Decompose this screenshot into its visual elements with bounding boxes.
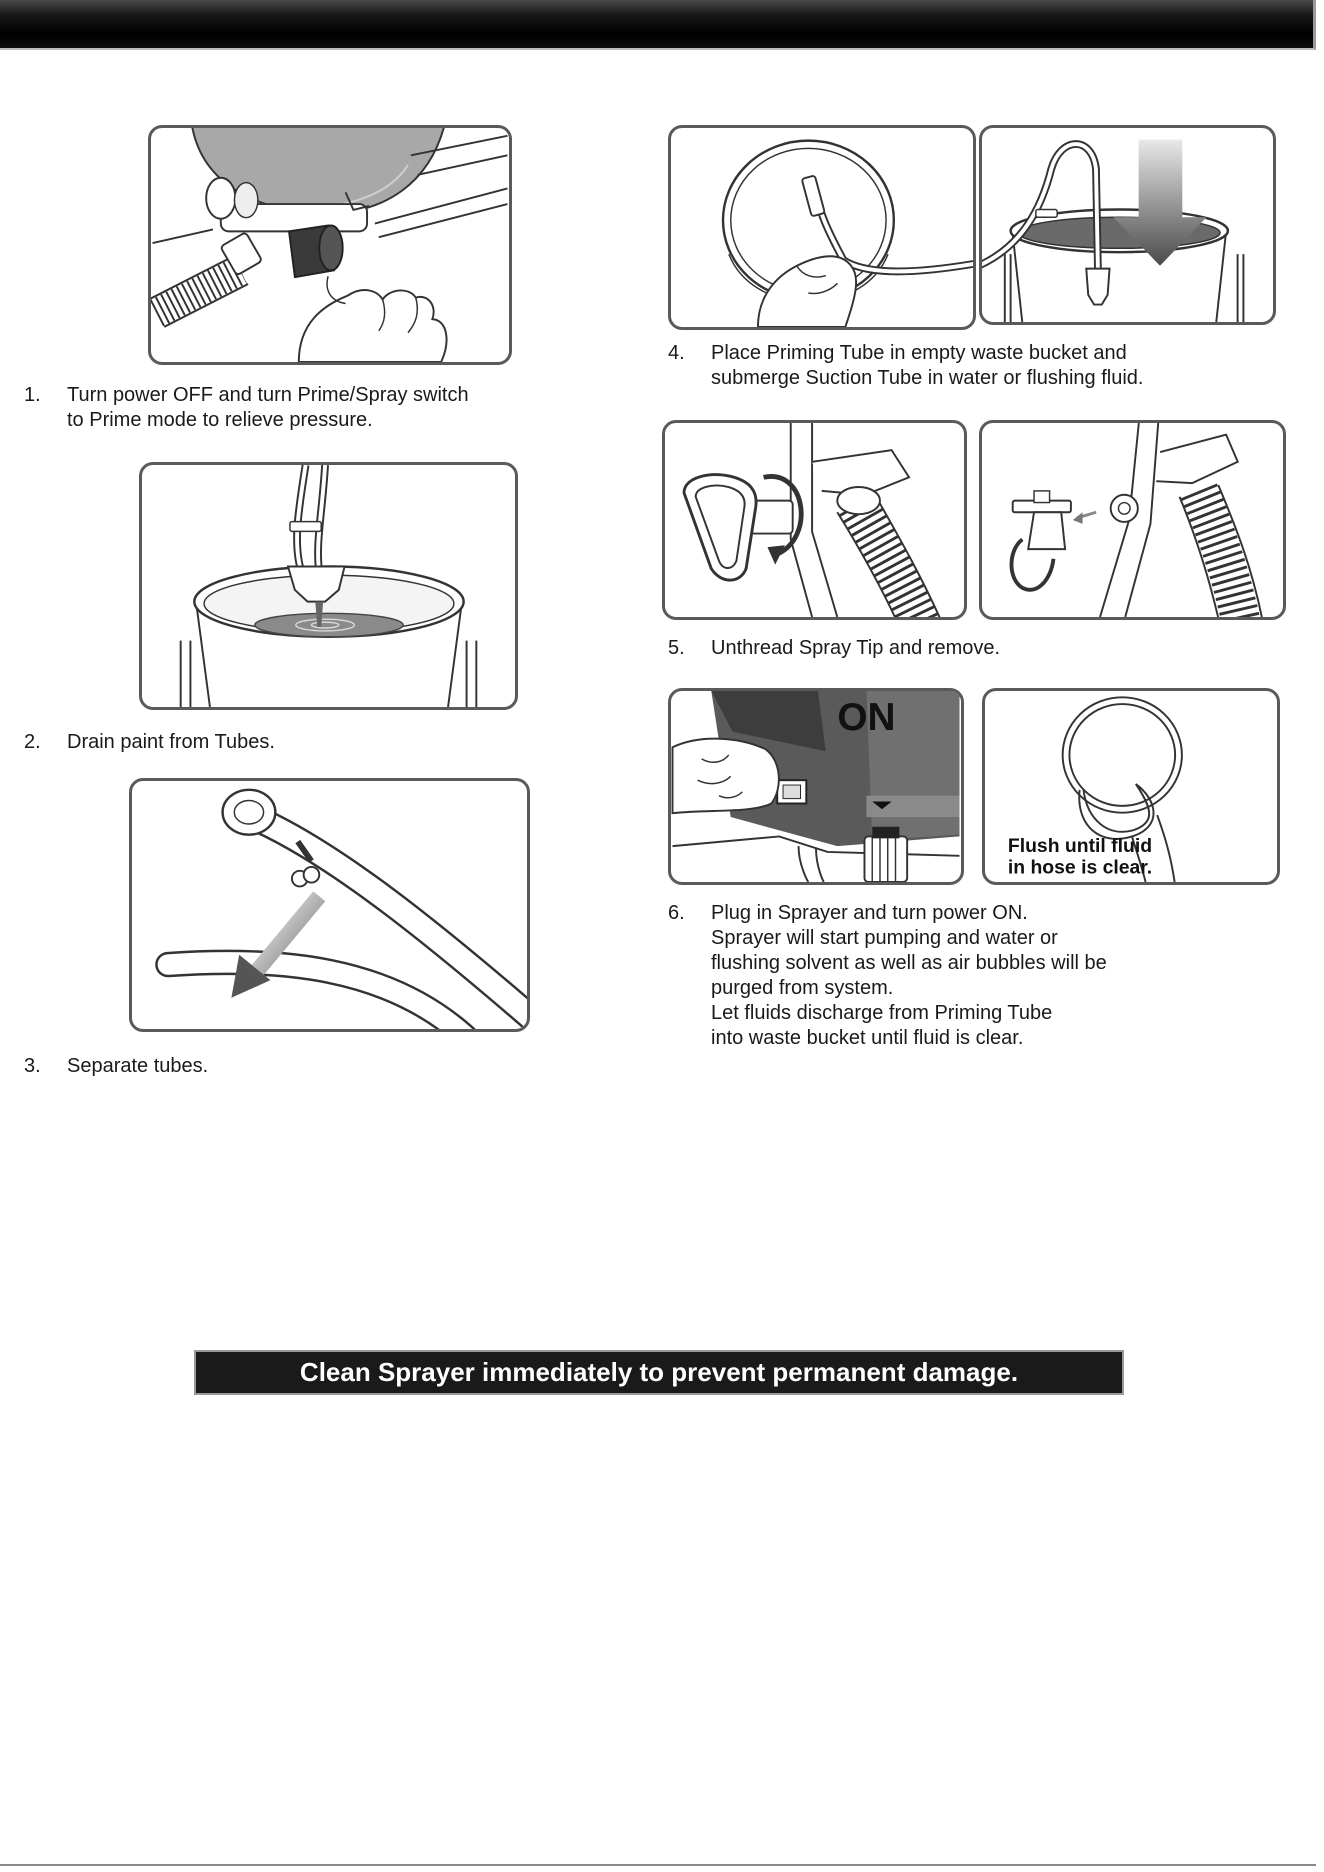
step-3: 3. Separate tubes. bbox=[24, 1054, 208, 1079]
unthread-tip-illustration bbox=[682, 423, 941, 617]
figure-step-5-tip-removed bbox=[979, 420, 1286, 620]
step-2: 2. Drain paint from Tubes. bbox=[24, 730, 275, 755]
figure-step-2-drain-paint bbox=[139, 462, 518, 710]
down-arrow-icon bbox=[872, 801, 892, 810]
step-text: Turn power OFF and turn Prime/Spray swit… bbox=[67, 383, 469, 433]
step-4: 4. Place Priming Tube in empty waste buc… bbox=[668, 341, 1143, 391]
step-line: Sprayer will start pumping and water or bbox=[711, 927, 1058, 949]
figure-step-1-prime-switch bbox=[148, 125, 512, 365]
step-text: Drain paint from Tubes. bbox=[67, 730, 275, 755]
flush-note-line-1: Flush until fluid bbox=[1008, 835, 1152, 857]
step-number: 2. bbox=[24, 731, 41, 753]
step-line: into waste bucket until fluid is clear. bbox=[711, 1027, 1024, 1049]
step-text: Separate tubes. bbox=[67, 1054, 208, 1079]
figure-step-3-separate-tubes bbox=[129, 778, 530, 1032]
step-text: Unthread Spray Tip and remove. bbox=[711, 636, 1000, 661]
step-line: Plug in Sprayer and turn power ON. bbox=[711, 902, 1028, 924]
figure-step-4-priming-tube-in-bucket bbox=[668, 125, 976, 330]
step-5: 5. Unthread Spray Tip and remove. bbox=[668, 636, 1000, 661]
step-number: 5. bbox=[668, 637, 685, 659]
step-number: 3. bbox=[24, 1055, 41, 1077]
header-bar bbox=[0, 0, 1316, 50]
step-text: Place Priming Tube in empty waste bucket… bbox=[711, 341, 1143, 391]
step-number: 1. bbox=[24, 384, 41, 406]
step-6: 6. Plug in Sprayer and turn power ON. Sp… bbox=[668, 901, 1107, 1051]
warning-banner: Clean Sprayer immediately to prevent per… bbox=[194, 1350, 1124, 1395]
drain-paint-illustration bbox=[179, 465, 478, 707]
tip-removed-illustration bbox=[1009, 423, 1263, 617]
step-line: Drain paint from Tubes. bbox=[67, 731, 275, 753]
step-line: Separate tubes. bbox=[67, 1055, 209, 1077]
step-line: to Prime mode to relieve pressure. bbox=[67, 409, 373, 431]
step-line: Unthread Spray Tip and remove. bbox=[711, 637, 1001, 659]
step-line: Turn power OFF and turn Prime/Spray swit… bbox=[67, 384, 469, 406]
step-text: Plug in Sprayer and turn power ON. Spray… bbox=[711, 901, 1107, 1051]
suction-tube-illustration bbox=[982, 139, 1245, 322]
power-on-illustration: ON bbox=[671, 691, 960, 882]
step-number: 6. bbox=[668, 902, 685, 924]
step-line: flushing solvent as well as air bubbles … bbox=[711, 952, 1107, 974]
step-line: submerge Suction Tube in water or flushi… bbox=[711, 367, 1144, 389]
figure-step-4-suction-tube-in-water bbox=[979, 125, 1276, 325]
prime-switch-illustration bbox=[151, 128, 508, 362]
step-line: Place Priming Tube in empty waste bucket… bbox=[711, 342, 1127, 364]
step-line: purged from system. bbox=[711, 977, 894, 999]
flush-note-line-2: in hose is clear. bbox=[1008, 856, 1152, 878]
priming-tube-illustration bbox=[721, 139, 973, 327]
step-1: 1. Turn power OFF and turn Prime/Spray s… bbox=[24, 383, 469, 433]
power-on-label: ON bbox=[837, 696, 895, 739]
step-number: 4. bbox=[668, 342, 685, 364]
page-bottom-divider bbox=[0, 1864, 1316, 1866]
flush-hose-illustration: Flush until fluid in hose is clear. bbox=[1008, 696, 1183, 882]
separate-tubes-illustration bbox=[155, 788, 527, 1029]
figure-step-6-power-on: ON bbox=[668, 688, 964, 885]
figure-step-6-flush-hose: Flush until fluid in hose is clear. bbox=[982, 688, 1280, 885]
figure-step-5-unthread-tip bbox=[662, 420, 967, 620]
step-line: Let fluids discharge from Priming Tube bbox=[711, 1002, 1053, 1024]
